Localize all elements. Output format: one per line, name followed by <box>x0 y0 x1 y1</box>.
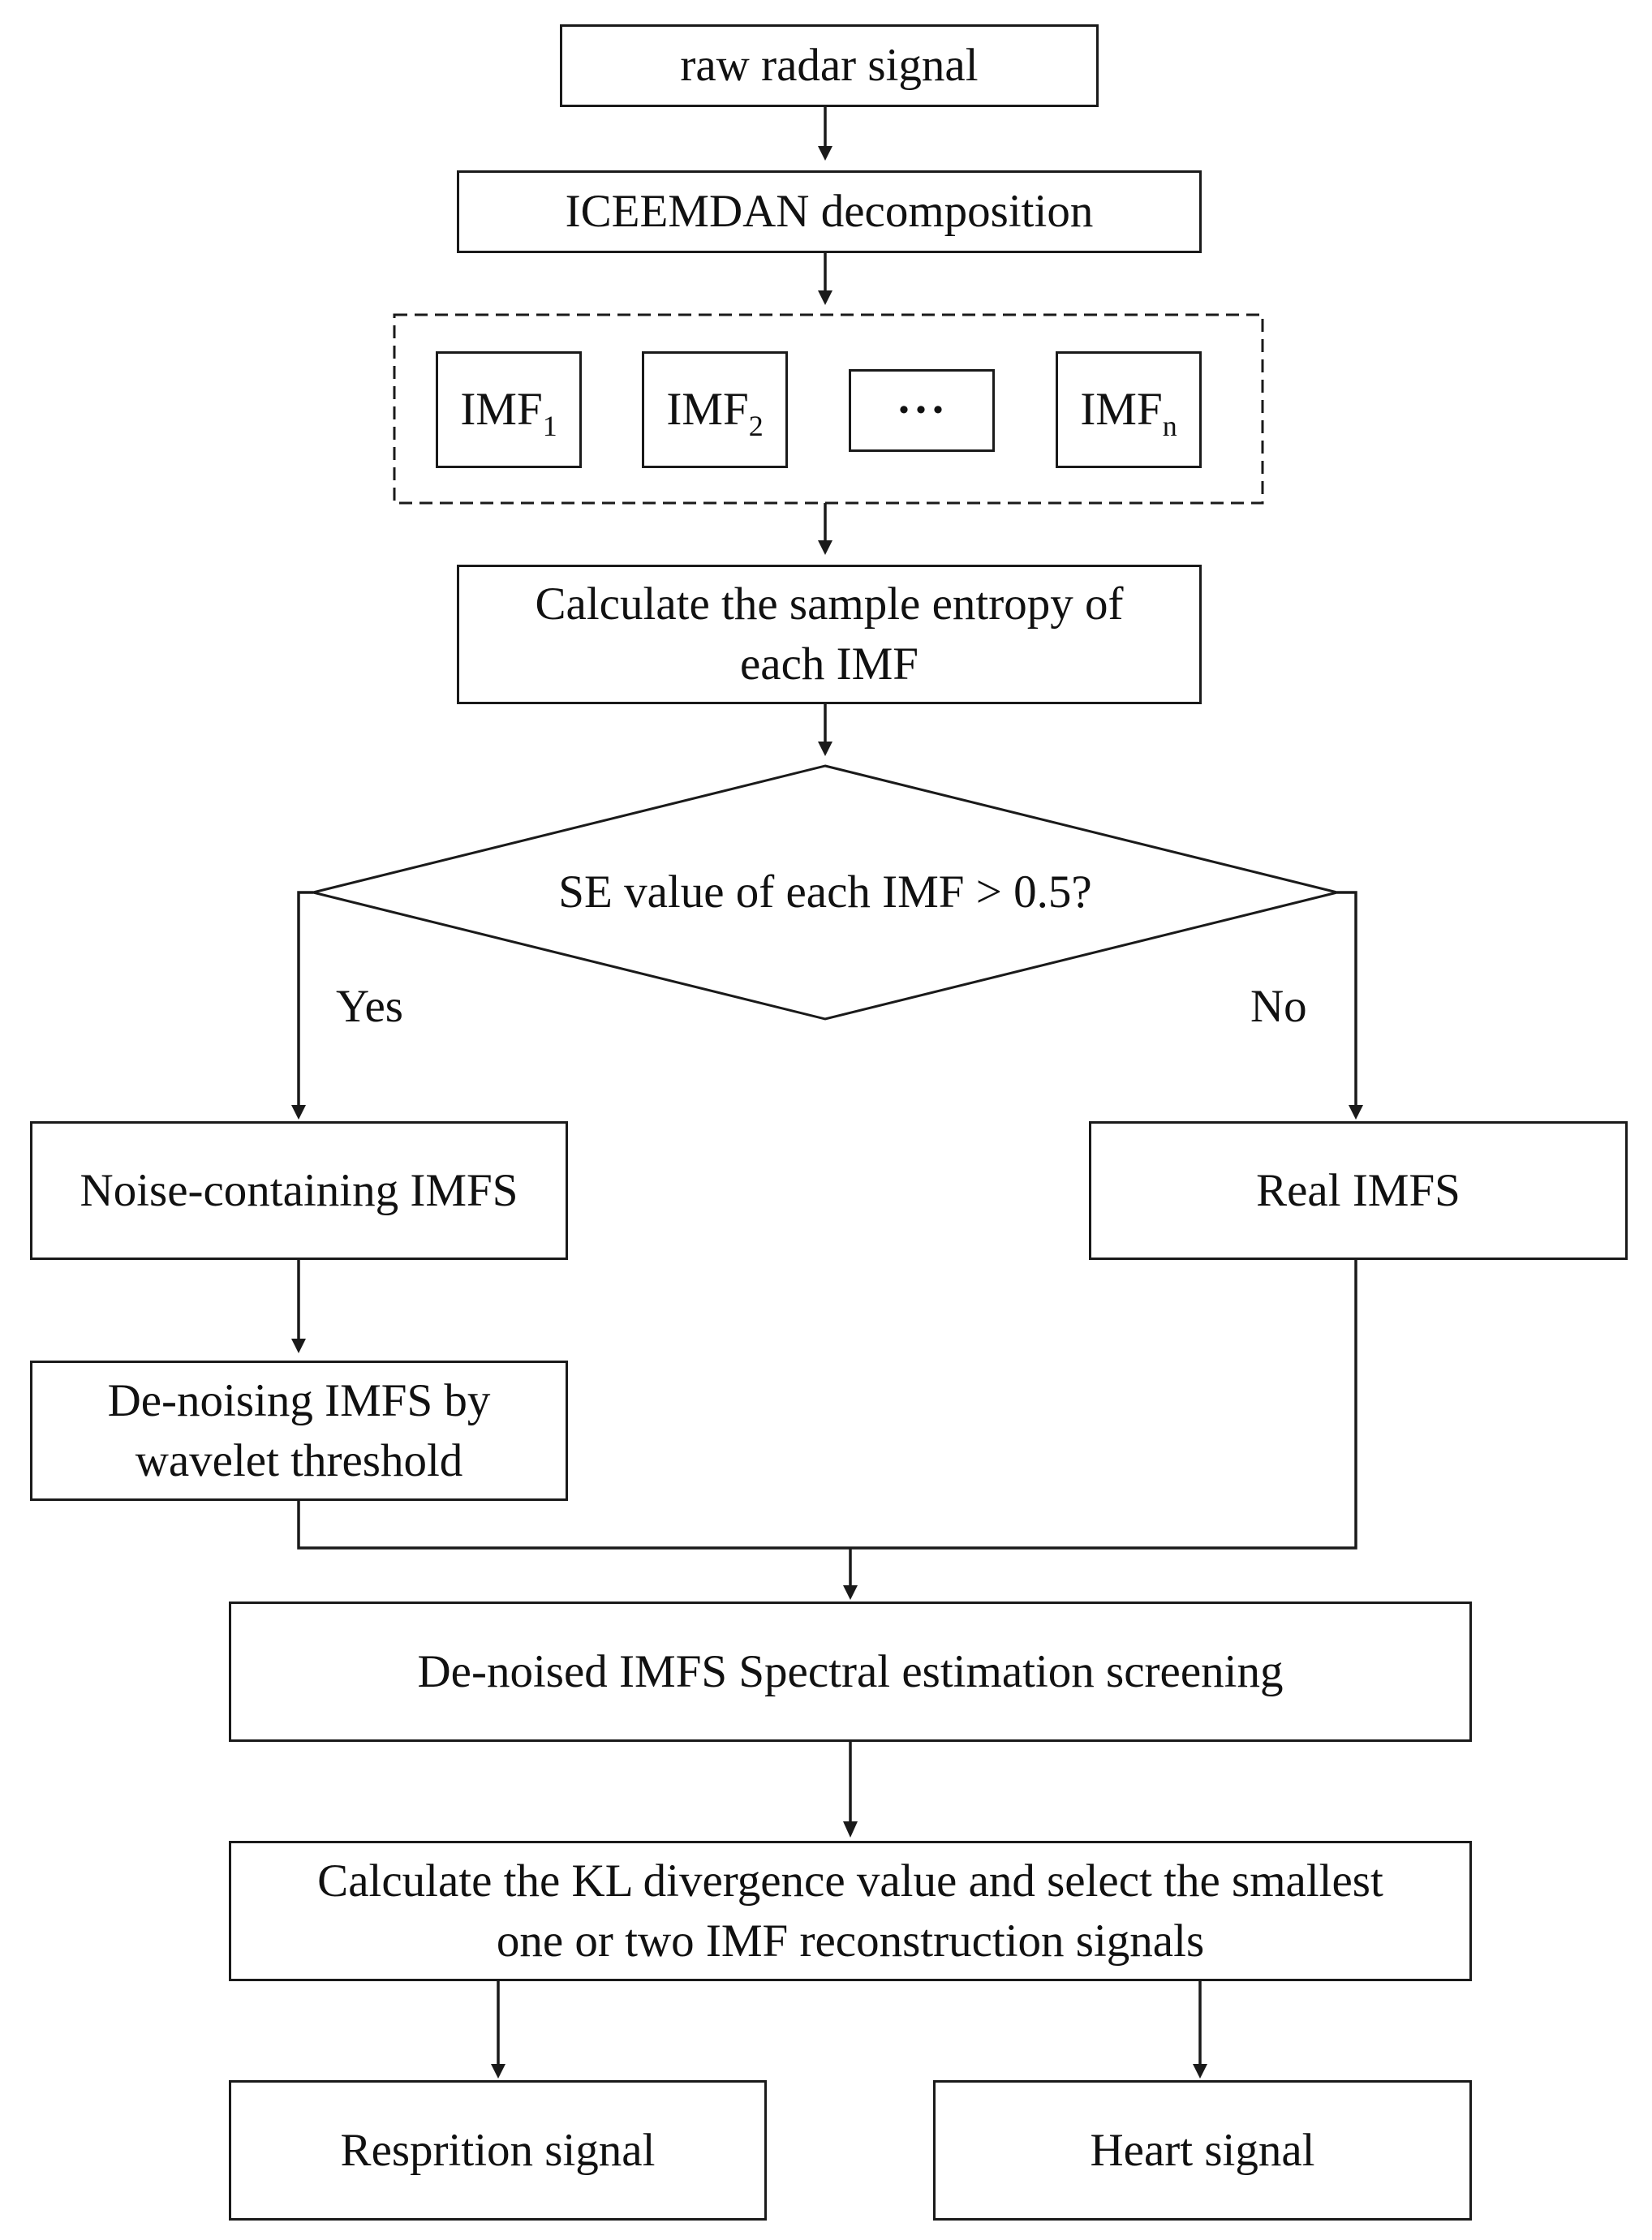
decision-label: SE value of each IMF > 0.5? <box>558 866 1092 918</box>
denoising-line1: De-noising IMFS by <box>107 1374 491 1426</box>
real-imfs-label: Real IMFS <box>1256 1164 1461 1216</box>
arrow-no-branch <box>1337 891 1357 1105</box>
arrowhead-5 <box>291 1105 306 1120</box>
merge-left <box>297 1260 1357 1550</box>
imf-ellipsis-label: ··· <box>896 385 948 436</box>
respiration-box: Resprition signal <box>229 2080 767 2221</box>
kl-box: Calculate the KL divergence value and se… <box>229 1841 1472 1981</box>
arrowhead-4 <box>818 742 832 756</box>
arrowhead-7 <box>291 1339 306 1353</box>
imfn-box: IMFn <box>1056 351 1202 468</box>
arrowhead-8 <box>843 1585 858 1600</box>
denoising-box: De-noising IMFS by wavelet threshold <box>30 1361 568 1501</box>
imf-group-border <box>393 313 1264 505</box>
decision-diamond <box>312 764 1338 1021</box>
raw-radar-signal-box: raw radar signal <box>560 24 1099 107</box>
imf-ellipsis-box: ··· <box>849 369 995 452</box>
denoising-line2: wavelet threshold <box>135 1434 463 1486</box>
spectral-box: De-noised IMFS Spectral estimation scree… <box>229 1602 1472 1742</box>
imf2-box: IMF2 <box>642 351 788 468</box>
arrowhead-3 <box>818 540 832 555</box>
arrowhead-6 <box>1349 1105 1363 1120</box>
real-imfs-box: Real IMFS <box>1089 1121 1628 1260</box>
imfn-label: IMFn <box>1080 384 1177 442</box>
sample-entropy-line1: Calculate the sample entropy of <box>535 578 1124 630</box>
spectral-label: De-noised IMFS Spectral estimation scree… <box>417 1645 1284 1697</box>
iceemdan-label: ICEEMDAN decomposition <box>565 186 1094 237</box>
noise-imfs-label: Noise-containing IMFS <box>80 1164 518 1216</box>
arrowhead-9 <box>843 1821 858 1838</box>
arrowhead-1 <box>818 146 832 161</box>
arrow-yes-branch <box>297 891 313 1105</box>
heart-label: Heart signal <box>1090 2124 1315 2176</box>
arrowhead-10 <box>491 2064 505 2079</box>
arrowhead-2 <box>818 290 832 305</box>
kl-line2: one or two IMF reconstruction signals <box>496 1915 1205 1967</box>
sample-entropy-line2: each IMF <box>739 638 918 690</box>
respiration-label: Resprition signal <box>340 2124 656 2176</box>
imf2-label: IMF2 <box>666 384 764 442</box>
imf1-box: IMF1 <box>436 351 582 468</box>
heart-box: Heart signal <box>933 2080 1472 2221</box>
raw-radar-signal-label: raw radar signal <box>680 40 979 91</box>
noise-imfs-box: Noise-containing IMFS <box>30 1121 568 1260</box>
imf1-label: IMF1 <box>460 384 557 442</box>
iceemdan-box: ICEEMDAN decomposition <box>457 170 1202 253</box>
no-label: No <box>1250 981 1307 1032</box>
kl-line1: Calculate the KL divergence value and se… <box>317 1855 1383 1907</box>
arrowhead-11 <box>1193 2064 1207 2079</box>
yes-label: Yes <box>336 981 403 1032</box>
sample-entropy-box: Calculate the sample entropy of each IMF <box>457 565 1202 704</box>
